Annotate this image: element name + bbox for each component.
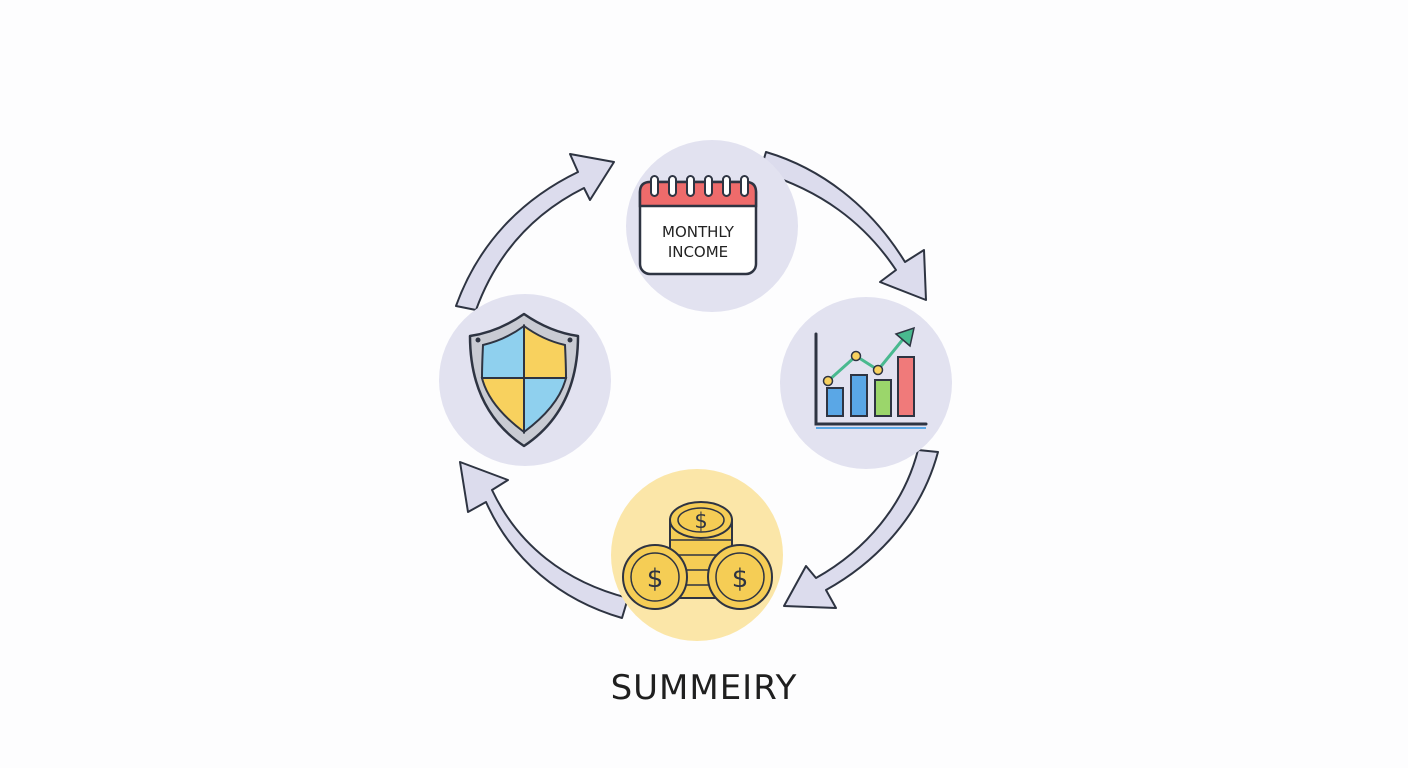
arrow-protection-to-income	[455, 153, 615, 311]
coin-symbol-right: $	[732, 564, 749, 594]
monthly-income-line2: INCOME	[668, 243, 728, 261]
arrow-growth-to-savings	[783, 449, 939, 609]
growth-chart-icon	[814, 326, 928, 429]
arrow-income-to-growth	[759, 151, 927, 301]
coin-symbol-top: $	[694, 509, 707, 533]
diagram-caption: SUMMEIRY	[610, 668, 798, 708]
monthly-income-line1: MONTHLY	[662, 223, 735, 241]
node-protection	[439, 294, 611, 466]
coin-stack-icon: $ $ $	[622, 501, 773, 610]
node-monthly-income: MONTHLY INCOME	[626, 140, 798, 312]
coin-symbol-left: $	[647, 564, 664, 594]
arrow-savings-to-protection	[459, 461, 629, 619]
node-savings: $ $ $	[611, 469, 783, 641]
node-growth	[780, 297, 952, 469]
shield-icon	[468, 312, 580, 448]
calendar-icon	[638, 175, 758, 276]
